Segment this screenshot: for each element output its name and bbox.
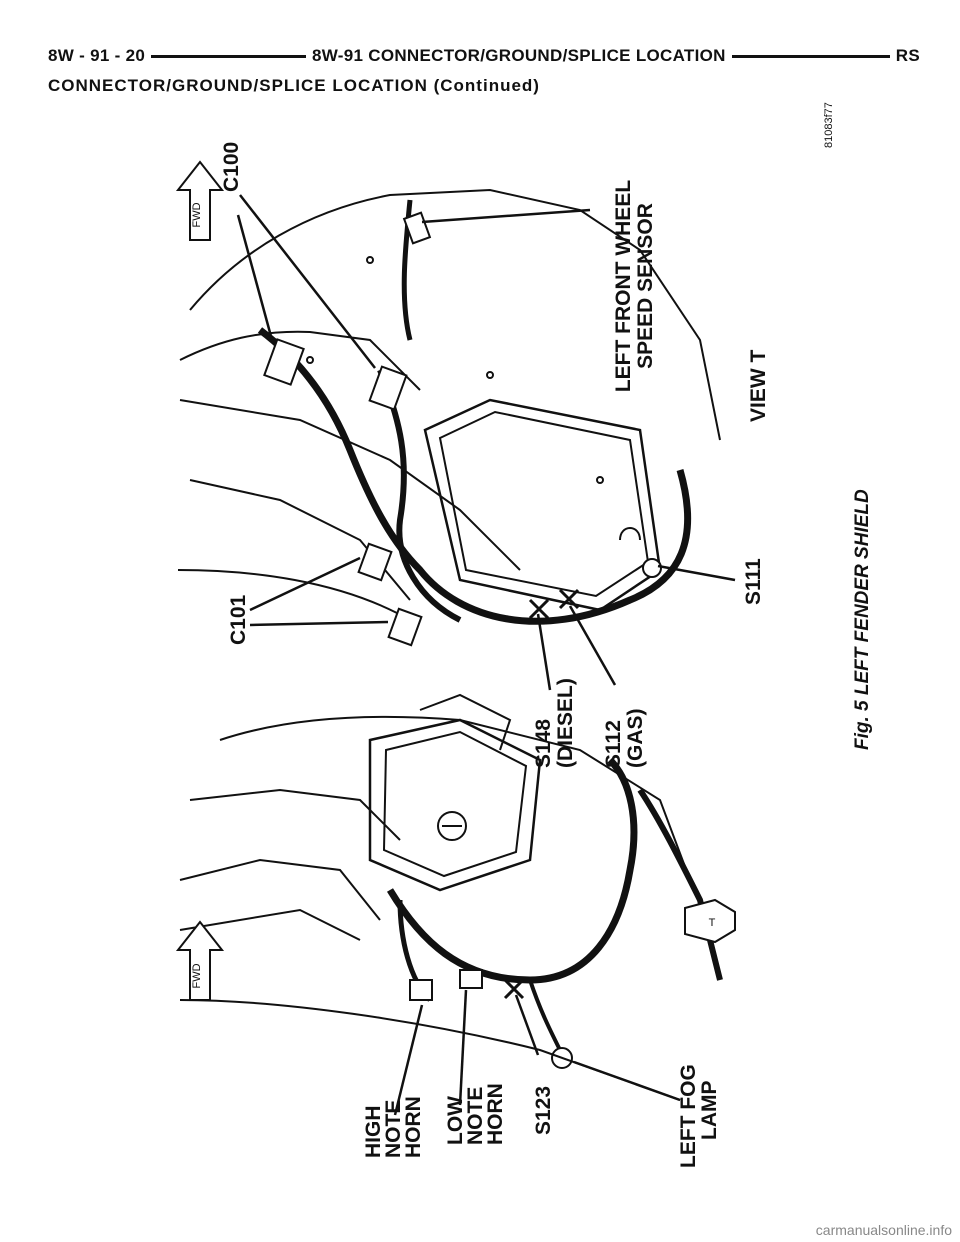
fwd-label-lower: FWD [191, 963, 203, 988]
page-subtitle: CONNECTOR/GROUND/SPLICE LOCATION (Contin… [48, 76, 540, 95]
view-label: VIEW T [747, 349, 770, 422]
page-number: 8W - 91 - 20 [48, 46, 152, 66]
callout-fog-line1: LEFT FOG [677, 1064, 700, 1168]
view-marker-letter: T [709, 917, 716, 929]
wiring-figure: FWD FWD T C100 C101 LEFT FRONT WHEEL [160, 100, 920, 1190]
watermark-footer: carmanualsonline.info [815, 1222, 952, 1238]
figure-code: 81083f77 [823, 102, 835, 148]
figure-drawing: FWD FWD T C100 C101 LEFT FRONT WHEEL [175, 102, 873, 1168]
fwd-label-upper: FWD [191, 202, 203, 227]
callout-c101: C101 [227, 594, 250, 645]
callout-fog-line2: LAMP [698, 1081, 721, 1141]
view-marker-icon: T [684, 898, 736, 944]
callout-s148-line1: S148 [532, 719, 555, 768]
vehicle-code: RS [889, 46, 920, 66]
lower-view-illustration [179, 693, 723, 1101]
callout-s123: S123 [532, 1086, 555, 1135]
page-header: 8W - 91 - 20 8W-91 CONNECTOR/GROUND/SPLI… [48, 46, 920, 70]
callout-s148-line2: (DIESEL) [554, 678, 577, 768]
callout-wheel-speed-line1: LEFT FRONT WHEEL [612, 180, 635, 392]
figure-caption: Fig. 5 LEFT FENDER SHIELD [852, 489, 873, 750]
callout-c100: C100 [220, 142, 243, 192]
callout-s111: S111 [742, 558, 765, 605]
callout-high-horn-line3: HORN [402, 1096, 425, 1158]
fwd-arrow-icon: FWD [175, 920, 225, 1001]
callout-low-horn-line2: NOTE [464, 1087, 487, 1145]
callout-high-horn-line2: NOTE [382, 1100, 405, 1158]
callout-wheel-speed-line2: SPEED SENSOR [634, 203, 657, 369]
fwd-arrow-icon: FWD [175, 160, 225, 241]
callout-s112-line2: (GAS) [624, 709, 647, 769]
callout-s112-line1: S112 [602, 720, 625, 768]
callout-high-horn-line1: HIGH [362, 1106, 385, 1159]
leader-lines [236, 194, 736, 1116]
upper-view-illustration [177, 188, 721, 647]
callout-low-horn-line1: LOW [444, 1096, 467, 1145]
section-title: 8W-91 CONNECTOR/GROUND/SPLICE LOCATION [306, 46, 732, 66]
callout-low-horn-line3: HORN [484, 1083, 507, 1145]
